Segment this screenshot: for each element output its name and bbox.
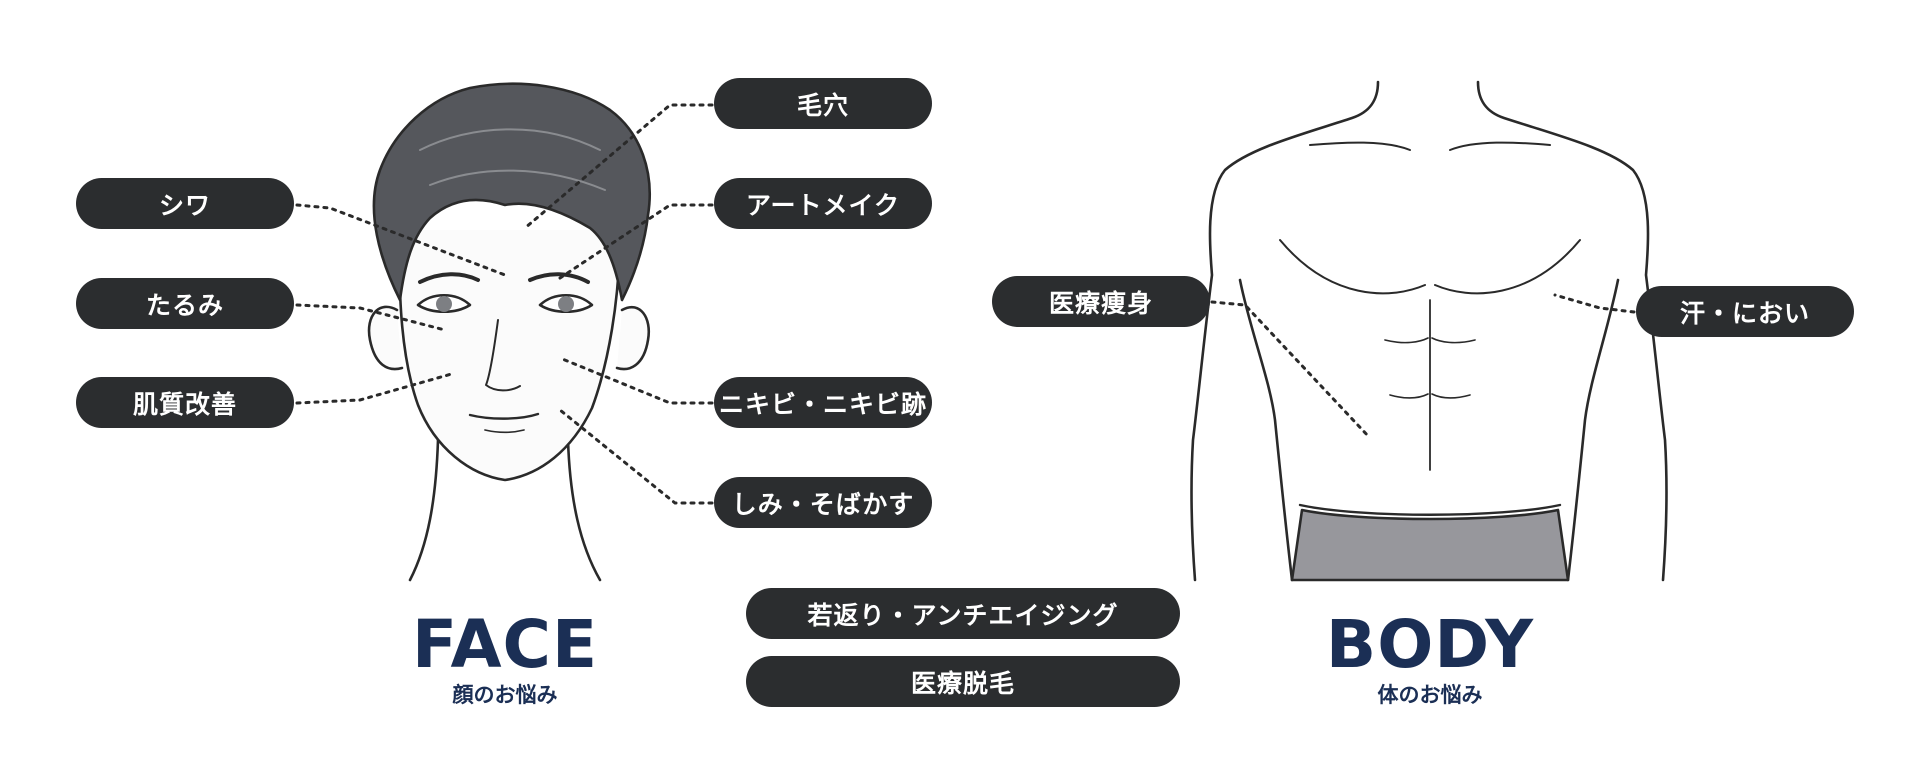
mouth bbox=[468, 412, 540, 420]
leader-wrinkles bbox=[295, 203, 507, 277]
label-skin-quality[interactable]: 肌質改善 bbox=[76, 377, 294, 428]
torso-outline-left bbox=[1190, 80, 1380, 582]
ear-left bbox=[367, 305, 404, 371]
body-illustration bbox=[1190, 80, 1668, 582]
label-art-makeup[interactable]: アートメイク bbox=[714, 178, 932, 229]
label-spots[interactable]: しみ・そばかす bbox=[714, 477, 932, 528]
torso-outline-right bbox=[1476, 80, 1668, 582]
label-sweat-odor[interactable]: 汗・におい bbox=[1636, 286, 1854, 337]
label-sagging[interactable]: たるみ bbox=[76, 278, 294, 329]
shorts bbox=[1290, 508, 1570, 582]
eyebrow-left bbox=[418, 272, 480, 284]
face-outline bbox=[398, 228, 622, 482]
leader-sweat-odor bbox=[1553, 293, 1636, 314]
leader-slimming bbox=[1210, 300, 1372, 440]
face-illustration bbox=[367, 82, 651, 582]
leader-sagging bbox=[295, 303, 447, 332]
leader-skin-quality bbox=[295, 371, 457, 405]
hair bbox=[372, 82, 651, 302]
eyebrow-right bbox=[528, 272, 590, 284]
face-heading: FACE 顔のお悩み bbox=[385, 612, 625, 708]
leader-acne bbox=[558, 356, 714, 405]
label-acne[interactable]: ニキビ・ニキビ跡 bbox=[714, 377, 932, 428]
body-title: BODY bbox=[1325, 606, 1535, 683]
nose bbox=[485, 319, 521, 392]
label-hair-removal[interactable]: 医療脱毛 bbox=[746, 656, 1180, 707]
face-subtitle: 顔のお悩み bbox=[452, 683, 558, 707]
leader-lines bbox=[295, 103, 1636, 505]
body-heading: BODY 体のお悩み bbox=[1305, 612, 1555, 708]
label-wrinkles[interactable]: シワ bbox=[76, 178, 294, 229]
body-subtitle: 体のお悩み bbox=[1377, 683, 1483, 707]
neck-outline bbox=[408, 438, 440, 582]
label-pores[interactable]: 毛穴 bbox=[714, 78, 932, 129]
leader-art-makeup bbox=[558, 203, 714, 280]
face-title: FACE bbox=[411, 606, 599, 683]
leader-spots bbox=[558, 408, 714, 505]
label-slimming[interactable]: 医療痩身 bbox=[992, 276, 1210, 327]
label-anti-aging[interactable]: 若返り・アンチエイジング bbox=[746, 588, 1180, 639]
ear-right bbox=[615, 305, 651, 371]
